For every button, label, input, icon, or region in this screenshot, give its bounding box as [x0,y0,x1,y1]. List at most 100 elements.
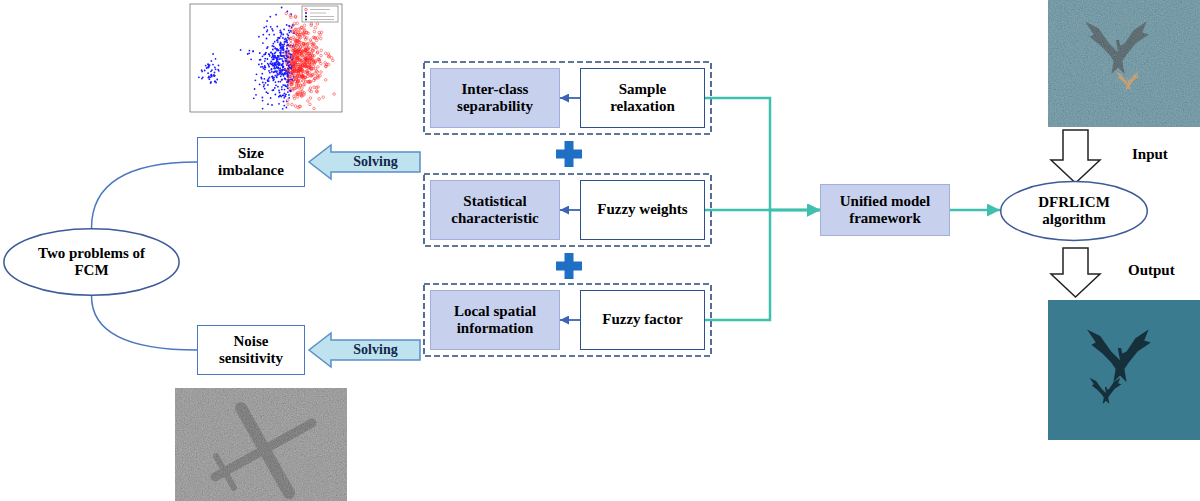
cluster-point [283,45,285,47]
cluster-point [280,81,282,83]
cluster-point [212,64,214,66]
cluster-point [303,24,306,27]
connector [950,209,1000,212]
cluster-point [287,75,289,77]
cluster-point [299,69,302,72]
cluster-point [279,37,281,39]
cluster-point [296,96,299,99]
cluster-point [291,79,293,81]
cluster-point [215,68,217,70]
cluster-point [272,64,274,66]
cluster-point [295,78,298,81]
cluster-point [292,71,295,74]
cluster-point [319,34,322,37]
cluster-point [274,87,276,89]
cluster-point [287,44,289,46]
cluster-point [290,30,292,32]
cluster-point [296,59,299,62]
cluster-point [293,54,296,57]
cluster-point [307,100,310,103]
cluster-point [259,52,261,54]
cluster-point [274,71,276,73]
cluster-point [259,84,261,86]
cluster-point [264,53,266,55]
cluster-point [292,24,295,27]
image-ground [175,388,347,501]
cluster-point [320,37,323,40]
cluster-point [313,30,316,33]
cluster-point [294,16,297,19]
cluster-point [290,91,292,93]
cluster-point [314,78,317,81]
cluster-point [312,42,315,45]
cluster-point [267,46,269,48]
cluster-point [272,54,274,56]
cluster-point [282,70,284,72]
cluster-point [271,76,273,78]
cluster-point [320,71,323,74]
cluster-point [283,61,285,63]
cluster-point [198,76,200,78]
cluster-point [302,70,305,73]
prey-silhouette [1090,378,1122,404]
cluster-point [278,63,280,65]
node-text: Fuzzy weights [597,201,687,218]
cluster-point [316,75,319,78]
cluster-point [210,82,212,84]
cluster-point [285,73,287,75]
cluster-point [282,66,284,68]
cluster-point [274,63,276,65]
cluster-point [267,92,269,94]
edge-label: Solving [353,343,397,357]
cluster-point [285,94,287,96]
cluster-point [299,80,302,83]
cluster-point [292,79,295,82]
cluster-point [286,45,289,48]
cluster-point [286,33,288,35]
cluster-point [285,55,287,57]
legend-line [310,19,334,20]
cluster-point [285,12,288,15]
cluster-point [325,65,328,68]
cluster-point [284,93,286,95]
cluster-point [207,63,209,65]
cluster-point [301,87,304,90]
cluster-point [282,37,284,39]
cluster-point [275,94,277,96]
cluster-point [308,62,311,65]
cluster-point [252,50,254,52]
cluster-point [250,58,252,60]
cluster-point [309,62,312,65]
cluster-point [215,58,217,60]
cluster-point [275,70,277,72]
cluster-point [267,103,269,105]
cluster-point [276,50,278,52]
image-ground [1048,300,1200,440]
cluster-point [275,14,277,16]
cluster-point [261,63,263,65]
cluster-point [209,64,211,66]
cluster-point [278,64,280,66]
cluster-point [285,58,287,60]
cluster-point [280,96,282,98]
cluster-point [265,67,267,69]
cluster-point [314,77,317,80]
cluster-point [284,89,286,91]
cluster-point [254,88,256,90]
cluster-point [303,57,306,60]
cluster-point [270,62,272,64]
cluster-point [267,80,269,82]
cluster-point [295,70,298,73]
cluster-point [273,79,275,81]
cluster-point [261,73,263,75]
cluster-point [330,57,333,60]
legend-line [310,13,326,14]
cluster-point [299,45,302,48]
cluster-point [316,47,319,50]
dashed-group [424,174,711,246]
noisy-airplane-image [175,388,347,501]
cluster-point [294,15,297,18]
concept-box: Statistical characteristic [430,180,560,240]
node-text: Statistical characteristic [439,193,551,228]
